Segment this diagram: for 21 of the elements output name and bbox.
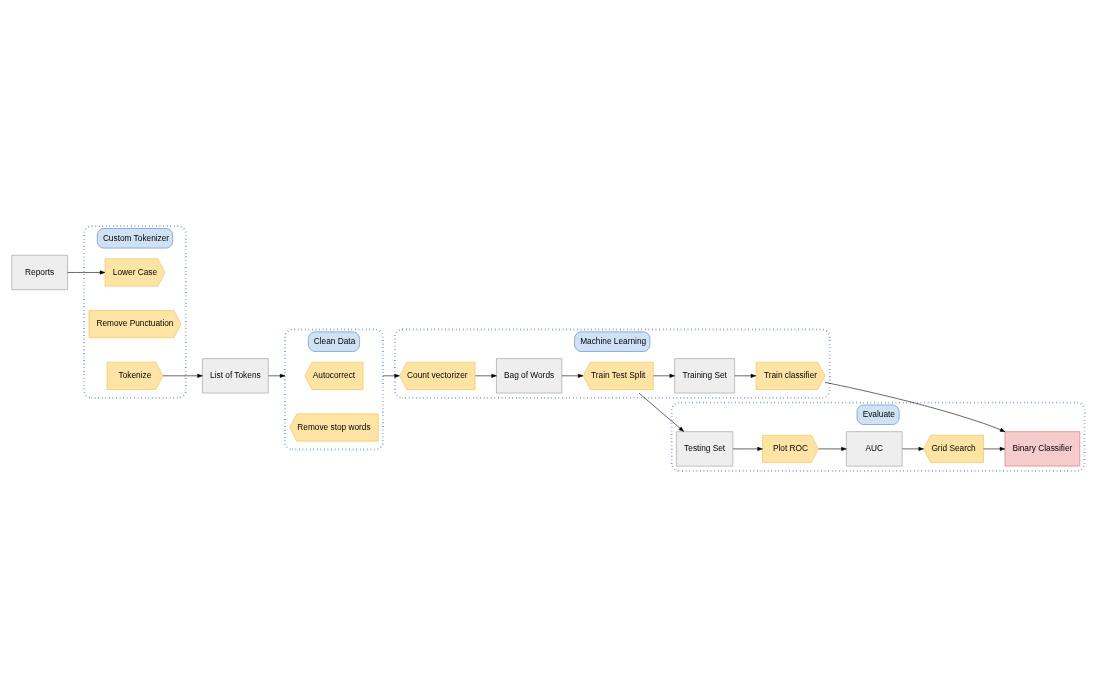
arrow — [268, 373, 286, 378]
node-box: Bag of Words — [496, 357, 563, 393]
arrow — [734, 373, 757, 378]
arrow — [475, 373, 497, 378]
arrow — [67, 270, 106, 274]
node-box: AUC — [846, 430, 903, 466]
node-box: Binary Classifier — [1004, 430, 1081, 466]
arrow — [902, 446, 924, 451]
node-box: List of Tokens — [202, 357, 269, 393]
arrow — [983, 446, 1006, 451]
arrow — [638, 392, 684, 432]
arrow — [382, 373, 400, 378]
arrow — [561, 373, 584, 378]
arrow — [818, 446, 847, 451]
arrow — [732, 446, 763, 451]
arrow — [162, 373, 203, 378]
arrow — [824, 381, 1006, 432]
node-box: Training Set — [674, 357, 735, 393]
node-box: Testing Set — [676, 430, 734, 466]
node-box: Reports — [11, 254, 68, 290]
arrow — [653, 373, 675, 378]
